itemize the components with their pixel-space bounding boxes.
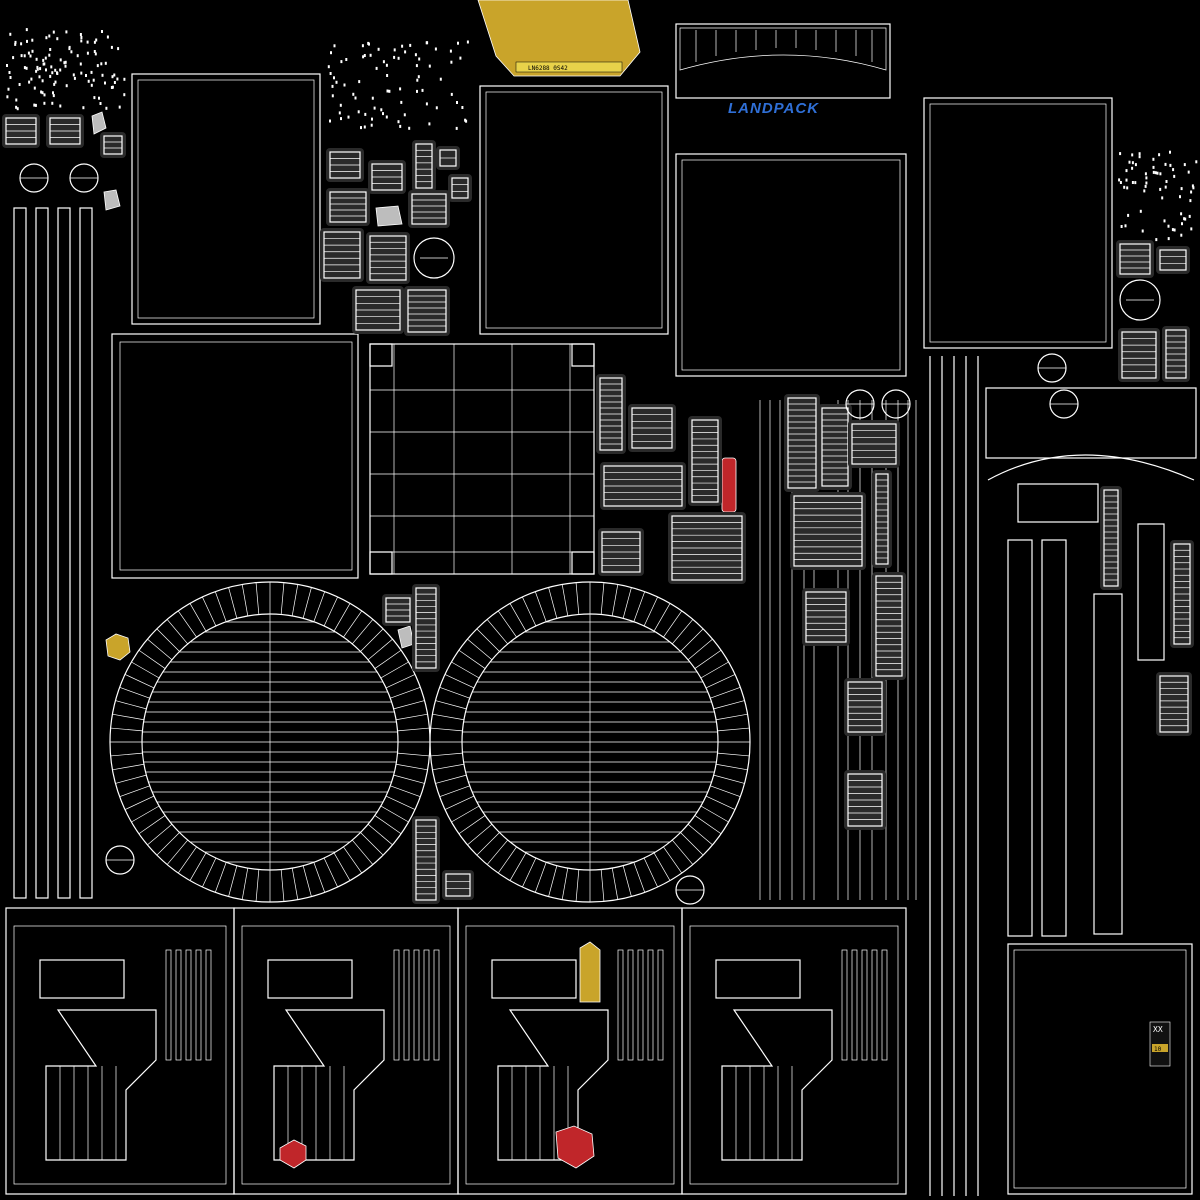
- yellow-handle-shell: LN6288 0S42: [477, 0, 641, 77]
- large-panel-top-left: [131, 73, 321, 325]
- wheel-right: [429, 581, 751, 903]
- yellow-piece-bottom: [579, 941, 601, 1003]
- bottom-panels: [5, 907, 907, 1195]
- badge-label: XX 10: [1149, 1021, 1171, 1067]
- large-panel-top-center: [479, 85, 669, 335]
- red-strip-piece: [721, 457, 737, 513]
- logo-banner: LANDPACK: [675, 23, 891, 117]
- yellow-piece-left: [105, 633, 131, 661]
- center-grid-panel: [369, 343, 595, 575]
- landpack-logo: LANDPACK: [728, 100, 819, 117]
- badge-code: XX: [1153, 1025, 1163, 1034]
- left-vertical-strips: [13, 207, 93, 899]
- small-parts-cluster: [2, 114, 1194, 905]
- wheel-left: [109, 581, 431, 903]
- red-piece-bottom-left: [279, 1139, 307, 1169]
- grey-piece-3: [375, 205, 403, 227]
- large-panel-mid-left: [111, 333, 359, 579]
- large-panel-bottom-right: [1007, 943, 1193, 1195]
- badge-value: 10: [1154, 1046, 1162, 1053]
- dot-field: [6, 28, 1198, 242]
- grey-piece-4: [397, 625, 415, 649]
- bar-code-text: LN6288 0S42: [528, 65, 568, 72]
- large-panel-top-right-center: [675, 153, 907, 377]
- red-piece-bottom-center: [555, 1125, 595, 1169]
- large-panel-top-right: [923, 97, 1113, 349]
- right-arched-panel: [985, 387, 1197, 937]
- grey-piece-1: [91, 111, 107, 135]
- grey-piece-2: [103, 189, 121, 211]
